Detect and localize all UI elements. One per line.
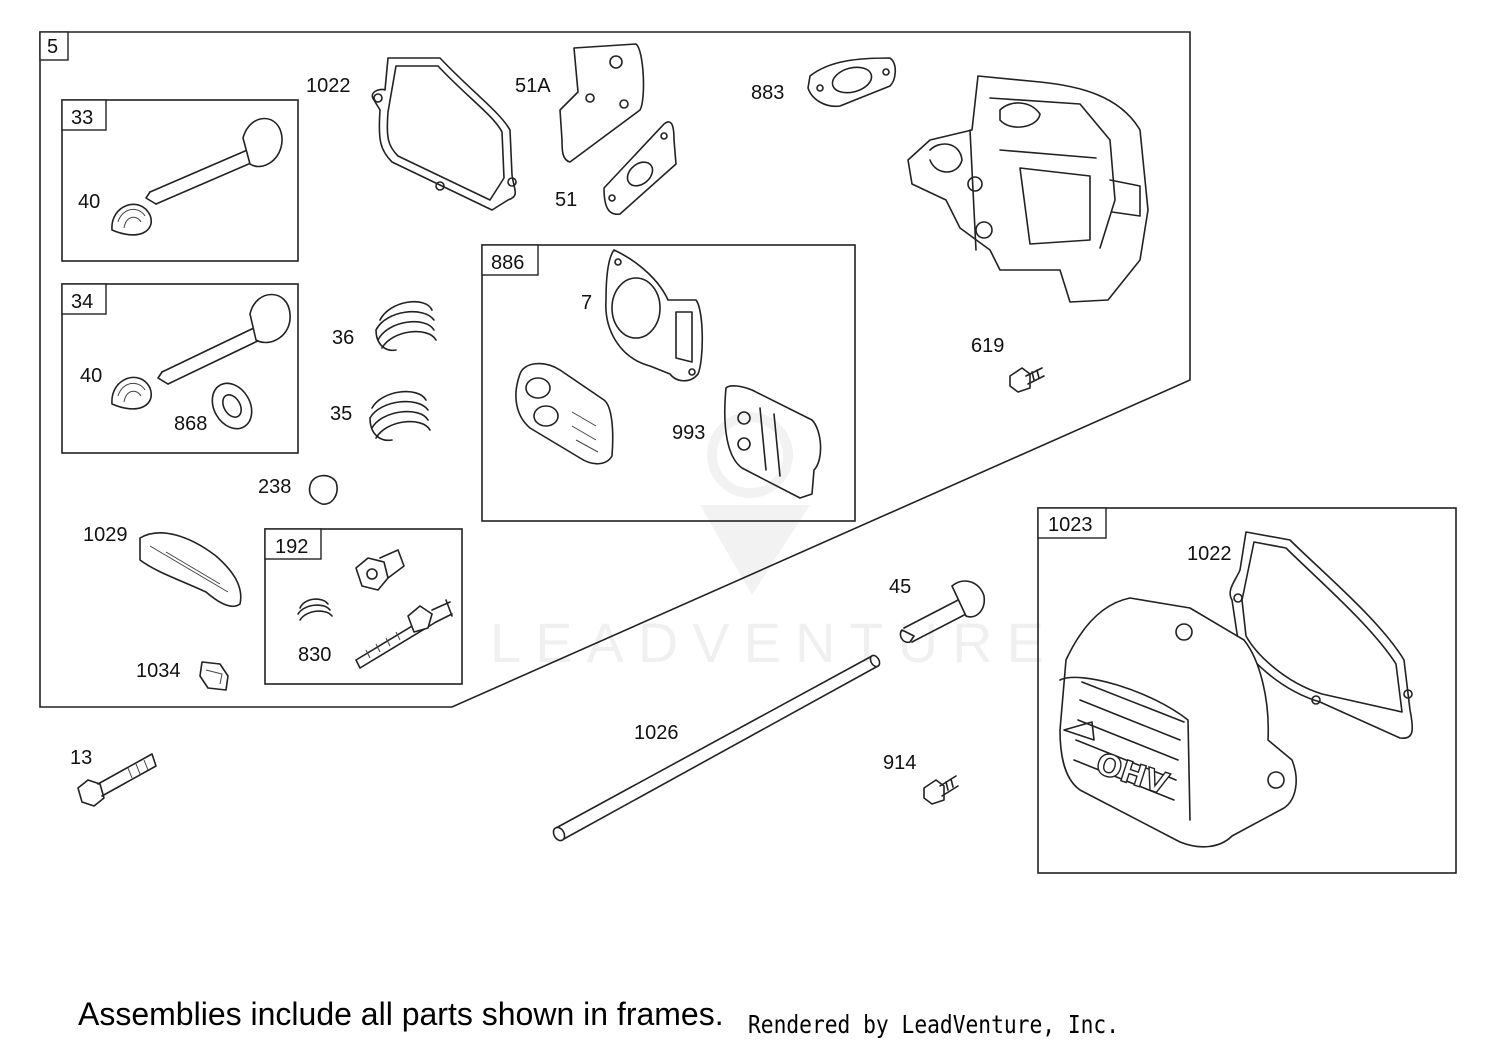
label-51A: 51A xyxy=(515,75,551,97)
label-1022-lower: 1022 xyxy=(1187,543,1232,565)
retainer-40-lower-part xyxy=(111,376,152,410)
gasket-1022-lower-part xyxy=(1229,531,1414,739)
valve-34-part xyxy=(157,293,291,385)
watermark-text: LEADVENTURE xyxy=(490,611,1058,674)
frame-34-label: 34 xyxy=(71,291,93,313)
frame-5: 5 xyxy=(39,31,1191,708)
frame-34: 34 40 868 xyxy=(61,283,299,454)
spring-small-part xyxy=(297,598,333,621)
deflector-1029-part xyxy=(139,532,242,608)
label-45: 45 xyxy=(889,576,911,598)
screw-619-part xyxy=(1009,367,1045,393)
valve-33-part xyxy=(145,117,283,205)
frame-886-label: 886 xyxy=(491,252,524,274)
frame-1023-label: 1023 xyxy=(1048,514,1093,536)
frame-886: 886 7 993 xyxy=(481,244,856,522)
gasket-883-part xyxy=(807,57,897,108)
nut-part xyxy=(355,549,405,591)
cap-238-part xyxy=(308,474,338,505)
label-13: 13 xyxy=(70,747,92,769)
gasket-plate-part xyxy=(515,362,614,465)
footnote: Assemblies include all parts shown in fr… xyxy=(78,996,724,1032)
clip-1034-part xyxy=(199,661,229,691)
gasket-1022-part xyxy=(371,57,517,211)
label-993: 993 xyxy=(672,422,705,444)
label-51: 51 xyxy=(555,189,577,211)
label-1026: 1026 xyxy=(634,722,679,744)
retainer-40-part xyxy=(111,203,152,236)
screw-914-part xyxy=(923,775,959,805)
label-1034: 1034 xyxy=(136,660,181,682)
label-40-top: 40 xyxy=(78,191,100,213)
frame-1023: 1023 1022 OHV xyxy=(1037,507,1457,874)
spring-36-part xyxy=(375,301,437,352)
label-7: 7 xyxy=(581,292,592,314)
label-868: 868 xyxy=(174,413,207,435)
label-1029: 1029 xyxy=(83,524,128,546)
gasket-51A-part xyxy=(559,43,645,163)
label-619: 619 xyxy=(971,335,1004,357)
frame-33-label: 33 xyxy=(71,107,93,129)
label-40-lower: 40 xyxy=(80,365,102,387)
label-830: 830 xyxy=(298,644,331,666)
label-238: 238 xyxy=(258,476,291,498)
bolt-13-part xyxy=(77,753,157,807)
label-883: 883 xyxy=(751,82,784,104)
frame-192: 192 830 xyxy=(264,528,463,685)
valve-cover-part: OHV xyxy=(1059,597,1297,848)
label-35: 35 xyxy=(330,403,352,425)
pushrod-1026-part xyxy=(552,654,881,842)
label-914: 914 xyxy=(883,752,916,774)
frame-5-label: 5 xyxy=(47,36,58,58)
gasket-51-part xyxy=(603,121,677,215)
seal-868-part xyxy=(211,382,253,430)
label-1022-top: 1022 xyxy=(306,75,351,97)
frame-33: 33 40 xyxy=(61,99,299,262)
gasket-993-part xyxy=(723,385,822,499)
credit: Rendered by LeadVenture, Inc. xyxy=(748,1010,1120,1039)
guide-45-part xyxy=(899,580,986,644)
fitting-830-part xyxy=(355,599,453,669)
cylinder-head-part xyxy=(907,75,1149,303)
head-gasket-7-part xyxy=(605,249,704,382)
frame-192-label: 192 xyxy=(275,536,308,558)
spring-35-part xyxy=(369,390,431,442)
label-36: 36 xyxy=(332,327,354,349)
